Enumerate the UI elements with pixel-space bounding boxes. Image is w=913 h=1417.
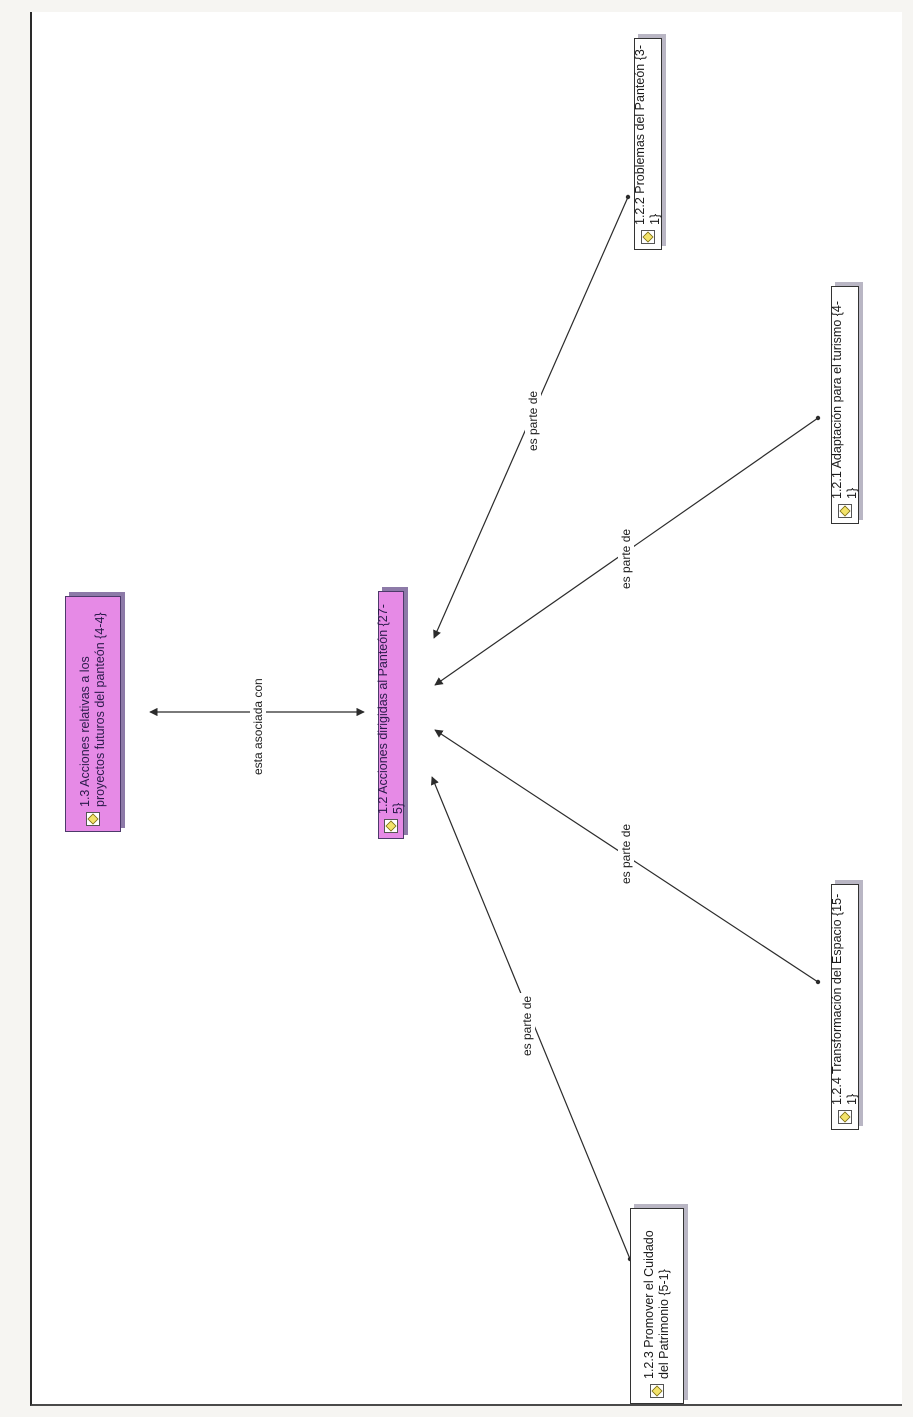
code-icon	[838, 504, 852, 518]
diagram-canvas: esta asociada con es parte de es parte d…	[30, 12, 902, 1406]
code-node-label: 1.2 Acciones dirigidas al Panteón {27-5}	[376, 604, 405, 814]
edge-label-121: es parte de	[618, 525, 634, 592]
code-node-label: 1.2.1 Adaptación para el turismo {4-1}	[830, 300, 859, 499]
code-node-1-2-4[interactable]: 1.2.4 Transformación del Espacio {15-1}	[830, 884, 859, 1130]
code-node-1-2-3[interactable]: 1.2.3 Promover el Cuidado del Patrimonio…	[630, 1208, 684, 1404]
edge-121-dot	[815, 415, 821, 421]
edge-label-123: es parte de	[519, 992, 535, 1059]
code-icon	[650, 1384, 664, 1398]
edge-124-dot	[815, 979, 821, 985]
code-icon	[838, 1110, 852, 1124]
code-node-1-2-1[interactable]: 1.2.1 Adaptación para el turismo {4-1}	[830, 286, 859, 524]
code-node-label: 1.2.4 Transformación del Espacio {15-1}	[830, 893, 859, 1105]
code-icon	[86, 812, 100, 826]
code-node-1-3[interactable]: 1.3 Acciones relativas a los proyectos f…	[65, 596, 121, 832]
code-node-label: 1.2.3 Promover el Cuidado del Patrimonio…	[642, 1230, 671, 1379]
code-node-1-2[interactable]: 1.2 Acciones dirigidas al Panteón {27-5}	[376, 591, 405, 839]
code-node-label: 1.2.2 Problemas del Panteón {3-1}	[633, 45, 662, 225]
code-node-1-2-2[interactable]: 1.2.2 Problemas del Panteón {3-1}	[633, 38, 662, 250]
code-node-label: 1.3 Acciones relativas a los proyectos f…	[78, 612, 107, 807]
edge-label-assoc: esta asociada con	[250, 675, 266, 778]
edge-label-122: es parte de	[525, 387, 541, 454]
code-icon	[384, 819, 398, 833]
edge-label-124: es parte de	[618, 820, 634, 887]
diagram-edges	[149, 194, 821, 1262]
edge-122-dot	[625, 194, 631, 200]
code-icon	[641, 230, 655, 244]
